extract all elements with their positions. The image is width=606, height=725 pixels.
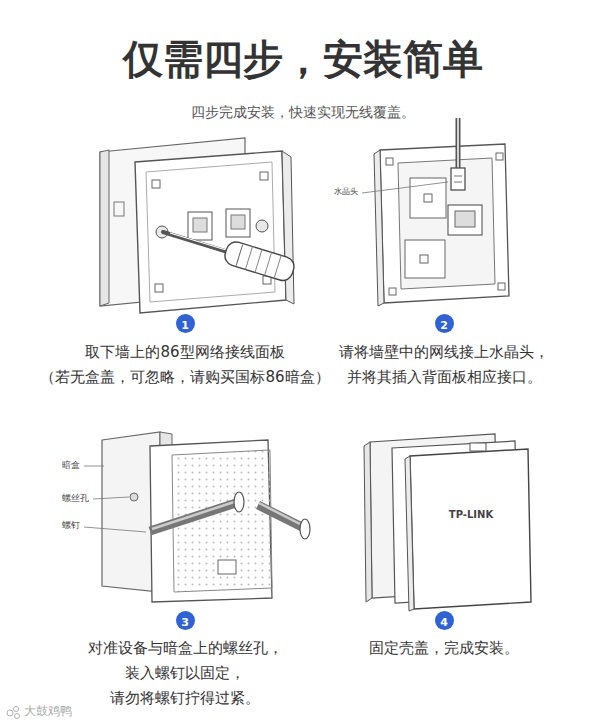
- handle-grip: [274, 255, 281, 278]
- screwdriver-shaft: [163, 232, 228, 252]
- screw-shine: [259, 503, 300, 524]
- screw-head: [300, 519, 310, 539]
- handle-grip: [236, 245, 242, 266]
- rj45-port-inner: [193, 218, 207, 232]
- step2-illustration: [362, 118, 509, 306]
- leader-line: [84, 466, 104, 467]
- step-note: （若无盒盖，可忽略，请购买国标86暗盒）: [40, 365, 329, 390]
- step-number-circle: 3: [176, 611, 195, 630]
- screw-shaft: [258, 505, 302, 527]
- page-title: 仅需四步，安装简单: [0, 34, 606, 84]
- screwdriver-handle: [222, 240, 296, 283]
- part-label: 螺丝孔: [62, 493, 89, 505]
- watermark-dot: [15, 714, 20, 719]
- screw-shaft: [150, 503, 236, 531]
- box-tab: [114, 202, 124, 216]
- cover-notch: [470, 443, 486, 451]
- back-module: [398, 158, 495, 289]
- leader-line: [93, 497, 129, 499]
- rj45-jack-inner: [455, 211, 475, 227]
- rj45-plug: [451, 168, 465, 190]
- faceplate: [135, 151, 286, 313]
- leader-line: [362, 182, 448, 193]
- network-cable-shine: [457, 118, 459, 170]
- module-block: [405, 240, 445, 278]
- corner-hole: [496, 153, 503, 160]
- leader-line: [84, 527, 146, 532]
- corner-hole: [389, 288, 396, 295]
- corner-hole: [260, 172, 268, 180]
- part-label: 暗盒: [62, 460, 80, 472]
- rj45-port-inner: [231, 215, 245, 229]
- step-number-circle: 2: [435, 314, 454, 333]
- screw-hole: [256, 220, 268, 232]
- back-plate-edge: [364, 442, 372, 602]
- handle-grip: [245, 247, 252, 270]
- step-description: 取下墙上的86型网络接线面板: [85, 340, 284, 365]
- rj45-plug-line: [454, 182, 462, 183]
- step3-illustration: [84, 432, 310, 602]
- network-cable: [456, 118, 461, 170]
- watermark-icon: [7, 707, 20, 719]
- device-plate: [150, 440, 272, 602]
- screw-head: [234, 492, 244, 512]
- step-description: 对准设备与暗盒上的螺丝孔， 装入螺钉以固定， 请勿将螺钉拧得过紧。: [74, 636, 296, 711]
- step-number: 4: [440, 616, 448, 629]
- module-block: [410, 178, 446, 218]
- watermark-dot: [7, 710, 13, 716]
- wall-box-side: [100, 150, 109, 306]
- cover: [410, 449, 531, 609]
- rj45-port: [226, 209, 250, 237]
- part-label: 水晶头: [334, 187, 358, 197]
- brand-logo: TP-LINK: [449, 508, 493, 521]
- watermark-dot: [14, 707, 19, 712]
- rj45-plug-line: [454, 176, 462, 177]
- screwdriver-shine: [170, 233, 226, 250]
- step1-illustration: [100, 138, 296, 313]
- step-number: 2: [440, 319, 448, 332]
- handle-grip: [265, 252, 272, 275]
- step-number: 1: [181, 319, 189, 332]
- handle-grip: [255, 249, 262, 272]
- corner-hole: [498, 283, 505, 290]
- step4-illustration: [364, 434, 531, 611]
- step-number-circle: 4: [435, 611, 454, 630]
- corner-hole: [386, 158, 393, 165]
- back-plate-edge: [374, 150, 384, 306]
- rj45-jack: [448, 205, 482, 235]
- step-number: 3: [181, 616, 189, 629]
- cover-edge: [405, 456, 414, 611]
- subtitle: 四步完成安装，快速实现无线覆盖。: [191, 100, 415, 125]
- watermark: 大鼓鸡鸭: [24, 704, 72, 720]
- part-label: 螺钉: [62, 520, 80, 532]
- module-square: [420, 255, 428, 263]
- step-description: 固定壳盖，完成安装。: [369, 636, 519, 661]
- rj45-port: [188, 212, 212, 240]
- faceplate-inner: [146, 162, 275, 302]
- device-port: [218, 560, 236, 574]
- module-square: [424, 194, 432, 202]
- handle-body: [222, 240, 296, 283]
- screw-shine: [152, 502, 234, 529]
- screw-hole: [130, 493, 138, 501]
- step-description: 请将墙壁中的网线接上水晶头， 并将其插入背面板相应接口。: [333, 340, 555, 390]
- step-number-circle: 1: [176, 314, 195, 333]
- corner-hole: [152, 180, 160, 188]
- corner-hole: [155, 284, 163, 292]
- back-plate: [380, 144, 509, 303]
